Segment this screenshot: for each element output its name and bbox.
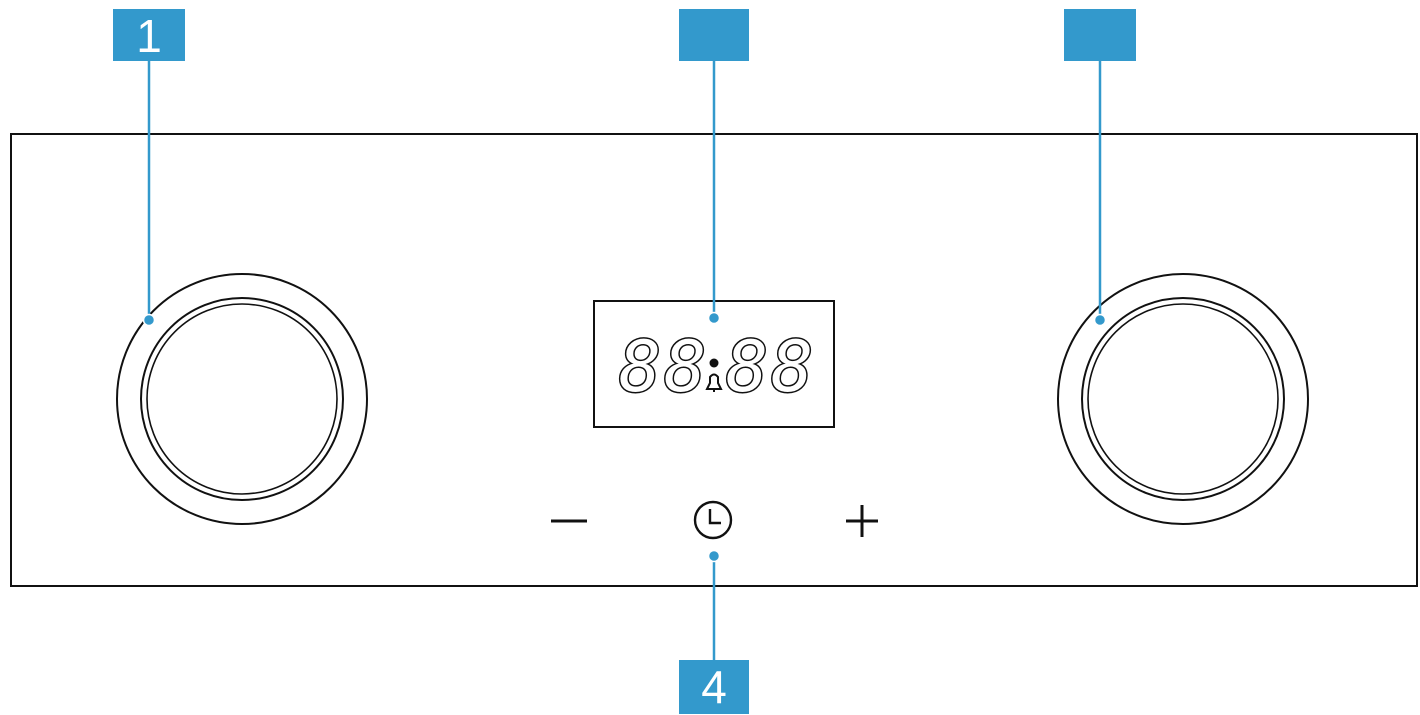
display-colon-dot [709,358,719,368]
callout-clock: 4 [679,660,749,714]
plus-control[interactable] [846,505,878,537]
plus-icon [846,505,878,537]
clock-icon [693,500,733,540]
display-hours: 88 [619,326,709,408]
callout-dot-display [707,311,721,325]
left-knob [116,273,368,525]
callout-dot-clock [707,549,721,563]
callout-dots [142,311,1107,563]
left-knob-inner-ring [146,303,338,495]
callout-number-left-knob: 1 [136,10,162,62]
callout-number-clock: 4 [701,661,727,713]
callout-leaders [147,58,1102,662]
callout-left-knob: 1 [113,9,185,62]
callout-right-knob [1064,9,1136,61]
callout-box-clock [679,660,749,714]
callout-box-right-knob [1064,9,1136,61]
display-minutes: 88 [726,326,816,408]
callout-box-left-knob [113,9,185,61]
right-knob-inner-ring [1087,303,1279,495]
right-knob [1057,273,1309,525]
callout-dot-right-knob [1093,313,1107,327]
callout-dot-left-knob [142,313,156,327]
bell-icon [705,373,723,392]
clock-control[interactable] [693,500,733,540]
callout-box-display [679,9,749,61]
callout-display [679,9,749,61]
